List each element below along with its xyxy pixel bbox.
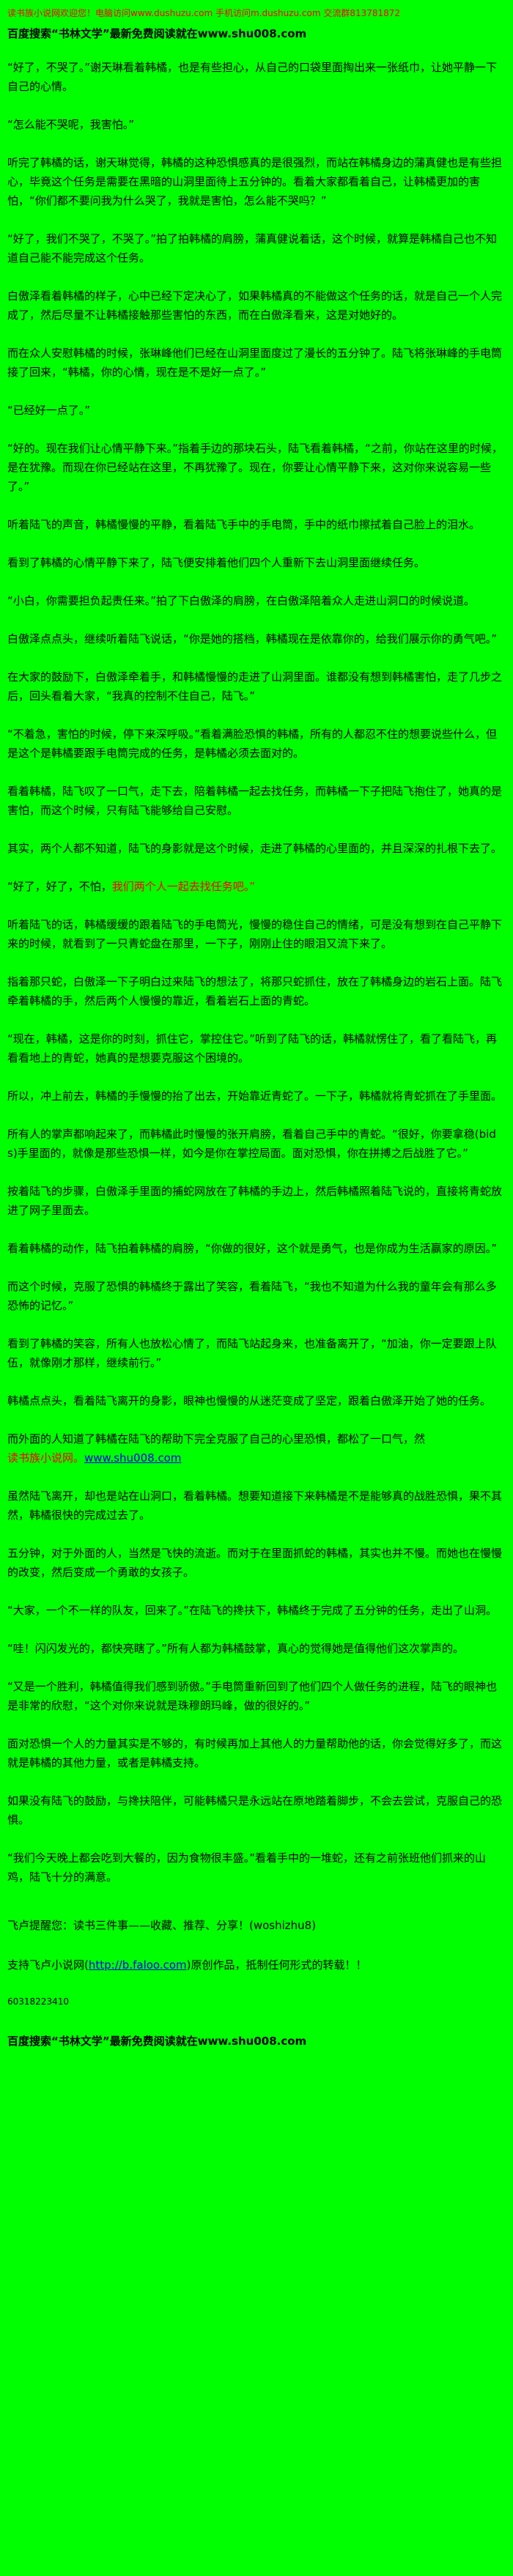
novel-paragraph: “好了，好了，不怕，我们两个人一起去找任务吧。” <box>7 880 256 893</box>
novel-paragraph: 看到了韩橘的笑容，所有人也放松心情了，而陆飞站起身来，也准备离开了，“加油，你一… <box>7 1337 497 1369</box>
faloo-support-line: 支持飞卢小说网(http://b.faloo.com)原创作品，抵制任何形式的转… <box>7 1955 506 1974</box>
novel-paragraph: 指着那只蛇，白傲泽一下子明白过来陆飞的想法了，将那只蛇抓住，放在了韩橘身边的岩石… <box>7 975 503 1007</box>
novel-paragraph: 面对恐惧一个人的力量其实是不够的，有时候再加上其他人的力量帮助他的话，你会觉得好… <box>7 1737 503 1769</box>
highlighted-sentence: 我们两个人一起去找任务吧。” <box>111 880 256 893</box>
novel-paragraph: 按着陆飞的步骤，白傲泽手里面的捕蛇网放在了韩橘的手边上，然后韩橘照着陆飞说的，直… <box>7 1185 503 1217</box>
novel-paragraph: “又是一个胜利，韩橘值得我们感到骄傲。”手电筒重新回到了他们四个人做任务的进程，… <box>7 1680 498 1712</box>
novel-paragraph: 而这个时候，克服了恐惧的韩橘终于露出了笑容，看着陆飞，“我也不知道为什么我的童年… <box>7 1280 497 1312</box>
novel-paragraph: 看到了韩橘的心情平静下来了，陆飞便安排着他们四个人重新下去山洞里面继续任务。 <box>7 556 426 569</box>
novel-paragraph: “我们今天晚上都会吃到大餐的，因为食物很丰盛。”看着手中的一堆蛇，还有之前张班他… <box>7 1851 487 1884</box>
novel-paragraph: “现在，韩橘，这是你的时刻，抓住它，掌控住它。”听到了陆飞的话，韩橘就愣住了，看… <box>7 1032 498 1065</box>
novel-paragraph: “小白，你需要担负起责任来。”拍了下白傲泽的肩膀，在白傲泽陪着众人走进山洞口的时… <box>7 594 476 607</box>
ad-site-name: 读书族小说网。 <box>7 1451 85 1465</box>
novel-paragraph: “已经好一点了。” <box>7 404 91 417</box>
novel-paragraph: “好的。现在我们让心情平静下来。”指着手边的那块石头，陆飞看着韩橘，“之前，你站… <box>7 442 503 493</box>
novel-paragraph: “好了，不哭了。”谢天琳看着韩橘，也是有些担心，从自己的口袋里面掏出来一张纸巾，… <box>7 61 498 93</box>
novel-paragraph: 白傲泽点点头，继续听着陆飞说话，“你是她的搭档，韩橘现在是依靠你的，给我们展示你… <box>7 632 498 645</box>
ad-site-link[interactable]: www.shu008.com <box>84 1451 182 1465</box>
page-footer: 飞卢提醒您：读书三件事——收藏、推荐、分享！(woshizhu8) 支持飞卢小说… <box>7 1916 506 2049</box>
faloo-support-suffix: )原创作品，抵制任何形式的转载！！ <box>186 1958 367 1972</box>
novel-paragraph: 听着陆飞的声音，韩橘慢慢的平静，看着陆飞手中的手电筒，手中的纸巾擦拭着自己脸上的… <box>7 518 481 531</box>
novel-paragraph: 所有人的掌声都响起来了，而韩橘此时慢慢的张开肩膀，看着自己手中的青蛇。“很好，你… <box>7 1128 496 1160</box>
novel-paragraph: 白傲泽看着韩橘的样子，心中已经下定决心了，如果韩橘真的不能做这个任务的话，就是自… <box>7 289 503 322</box>
footer-search-line: 百度搜索“书林文学”最新免费阅读就在www.shu008.com <box>7 2035 307 2048</box>
novel-paragraph: 五分钟，对于外面的人，当然是飞快的流逝。而对于在里面抓蛇的韩橘，其实也并不慢。而… <box>7 1547 503 1579</box>
novel-paragraph: 其实，两个人都不知道，陆飞的身影就是这个时候，走进了韩橘的心里面的，并且深深的扎… <box>7 842 503 855</box>
novel-paragraph: 韩橘点点头，看着陆飞离开的身影，眼神也慢慢的从迷茫变成了坚定，跟着白傲泽开始了她… <box>7 1394 492 1407</box>
novel-paragraph: “好了，我们不哭了，不哭了。”拍了拍韩橘的肩膀，蒲真健说着话，这个时候，就算是韩… <box>7 232 498 264</box>
novel-paragraph: 而外面的人知道了韩橘在陆飞的帮助下完全克服了自己的心里恐惧，都松了一口气，然 <box>7 1432 426 1446</box>
inline-site-ad: 读书族小说网。www.shu008.com <box>7 1448 506 1467</box>
novel-paragraph: 如果没有陆飞的鼓励，与搀扶陪伴，可能韩橘只是永远站在原地踏着脚步，不会去尝试，克… <box>7 1794 503 1826</box>
novel-paragraph: 听着陆飞的话，韩橘缓缓的跟着陆飞的手电筒光，慢慢的稳住自己的情绪，可是没有想到在… <box>7 918 503 950</box>
chapter-body: “好了，不哭了。”谢天琳看着韩橘，也是有些担心，从自己的口袋里面掏出来一张纸巾，… <box>7 58 506 1887</box>
faloo-support-link[interactable]: http://b.faloo.com <box>88 1958 187 1972</box>
novel-paragraph: “哇！闪闪发光的，都快亮瞎了。”所有人都为韩橘鼓掌，真心的觉得她是值得他们这次掌… <box>7 1642 465 1655</box>
novel-paragraph: 而在众人安慰韩橘的时候，张琳峰他们已经在山洞里面度过了漫长的五分钟了。陆飞将张琳… <box>7 347 503 379</box>
novel-paragraph: 所以，冲上前去，韩橘的手慢慢的抬了出去，开始靠近青蛇了。一下子，韩橘就将青蛇抓在… <box>7 1089 503 1103</box>
novel-paragraph: 虽然陆飞离开，却也是站在山洞口，看着韩橘。想要知道接下来韩橘是不是能够真的战胜恐… <box>7 1489 503 1522</box>
novel-paragraph: 看着韩橘的动作，陆飞拍着韩橘的肩膀，“你做的很好，这个就是勇气，也是你成为生活赢… <box>7 1242 498 1255</box>
faloo-support-prefix: 支持飞卢小说网( <box>7 1958 89 1972</box>
baidu-search-line: 百度搜索“书林文学”最新免费阅读就在www.shu008.com <box>7 27 307 40</box>
footer-code: 60318223410 <box>7 1996 69 2007</box>
novel-paragraph: “不着急，害怕的时候，停下来深呼吸。”看着满脸恐惧的韩橘，所有的人都忍不住的想要… <box>7 728 498 760</box>
novel-paragraph: “大家，一个不一样的队友，回来了。”在陆飞的搀扶下，韩橘终于完成了五分钟的任务，… <box>7 1604 498 1617</box>
novel-paragraph: 在大家的鼓励下，白傲泽牵着手，和韩橘慢慢的走进了山洞里面。谁都没有想到韩橘害怕，… <box>7 670 503 703</box>
site-welcome-line: 读书族小说网欢迎您！电脑访问www.dushuzu.com 手机访问m.dush… <box>7 8 401 18</box>
novel-reader-page: 读书族小说网欢迎您！电脑访问www.dushuzu.com 手机访问m.dush… <box>7 8 506 2049</box>
novel-paragraph: 听完了韩橘的话，谢天琳觉得，韩橘的这种恐惧感真的是很强烈，而站在韩橘身边的蒲真健… <box>7 156 503 207</box>
novel-paragraph: “怎么能不哭呢，我害怕。” <box>7 118 135 131</box>
faloo-reminder-line: 飞卢提醒您：读书三件事——收藏、推荐、分享！(woshizhu8) <box>7 1919 317 1932</box>
novel-paragraph: 看着韩橘，陆飞叹了一口气，走下去，陪着韩橘一起去找任务，而韩橘一下子把陆飞抱住了… <box>7 785 503 817</box>
